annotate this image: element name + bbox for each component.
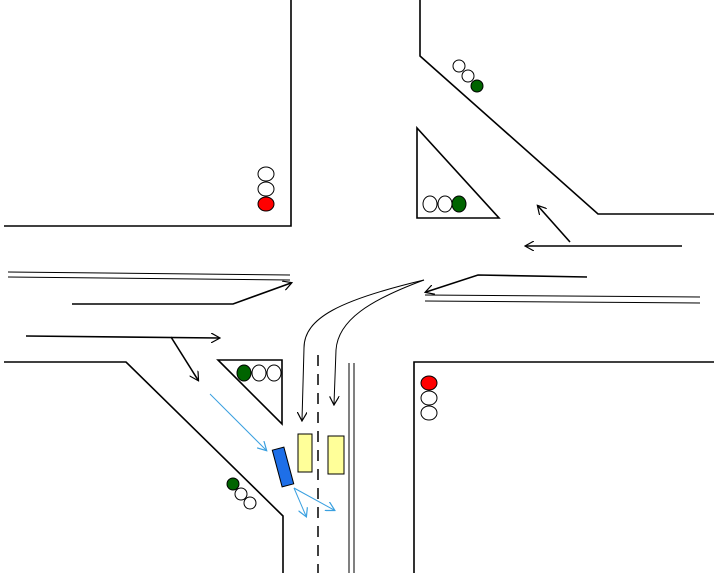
signal-top-island bbox=[422, 195, 467, 213]
lane-markings bbox=[7, 271, 701, 573]
arrow-down-curve-icon bbox=[302, 279, 425, 420]
arrow-up-left-icon bbox=[538, 206, 571, 243]
signal-lamp bbox=[257, 166, 275, 182]
signal-top-right-diagonal bbox=[452, 59, 484, 93]
arrow-right-icon bbox=[170, 336, 198, 380]
curb-bottom-right bbox=[413, 361, 714, 573]
signal-lamp bbox=[422, 195, 438, 213]
signal-lamp bbox=[451, 195, 467, 213]
signal-lamp bbox=[452, 59, 466, 73]
curb-top-left bbox=[4, 0, 292, 227]
arrow-right-icon bbox=[72, 283, 291, 305]
vehicles bbox=[271, 433, 345, 488]
arrow-left-icon bbox=[426, 274, 588, 292]
double-line-east-1 bbox=[424, 294, 701, 298]
curb-bottom-left bbox=[4, 361, 284, 573]
blue-path-arrow-icon bbox=[293, 487, 306, 516]
signal-bottom-left-diagonal bbox=[226, 477, 257, 510]
island-top bbox=[416, 125, 501, 219]
double-line-east-2 bbox=[424, 300, 701, 304]
yellow-vehicle-right bbox=[327, 435, 345, 475]
vehicle-path-arrows bbox=[209, 393, 334, 516]
traffic-arrows bbox=[25, 206, 682, 420]
blue-vehicle bbox=[271, 446, 295, 488]
signal-bottom-right bbox=[420, 375, 438, 421]
signal-lamp bbox=[236, 364, 252, 382]
signal-lamp bbox=[420, 405, 438, 421]
signal-bottom-island bbox=[236, 364, 282, 382]
blue-path-arrow-icon bbox=[293, 487, 334, 510]
signal-lamp bbox=[420, 375, 438, 391]
double-line-west-1 bbox=[7, 271, 291, 276]
signal-lamp bbox=[437, 195, 453, 213]
island-bottom bbox=[216, 359, 283, 426]
signal-lamp bbox=[257, 196, 275, 212]
signal-lamp bbox=[266, 364, 282, 382]
signal-lamp bbox=[257, 181, 275, 197]
double-line-west-2 bbox=[7, 276, 291, 281]
signal-lamp bbox=[251, 364, 267, 382]
signal-lamp bbox=[243, 496, 257, 510]
curb-top-right bbox=[419, 0, 714, 215]
signal-lamp bbox=[461, 69, 475, 83]
arrow-down-curve-icon bbox=[334, 279, 425, 404]
traffic-signals bbox=[226, 59, 484, 510]
signal-lamp bbox=[226, 477, 240, 491]
road-edges bbox=[4, 0, 714, 573]
arrow-right-icon bbox=[25, 336, 219, 338]
signal-lamp bbox=[470, 79, 484, 93]
yellow-vehicle-left bbox=[297, 433, 313, 473]
blue-path-arrow-icon bbox=[209, 393, 266, 450]
signal-lamp bbox=[420, 390, 438, 406]
signal-lamp bbox=[234, 487, 248, 501]
signal-top-left bbox=[257, 166, 275, 212]
